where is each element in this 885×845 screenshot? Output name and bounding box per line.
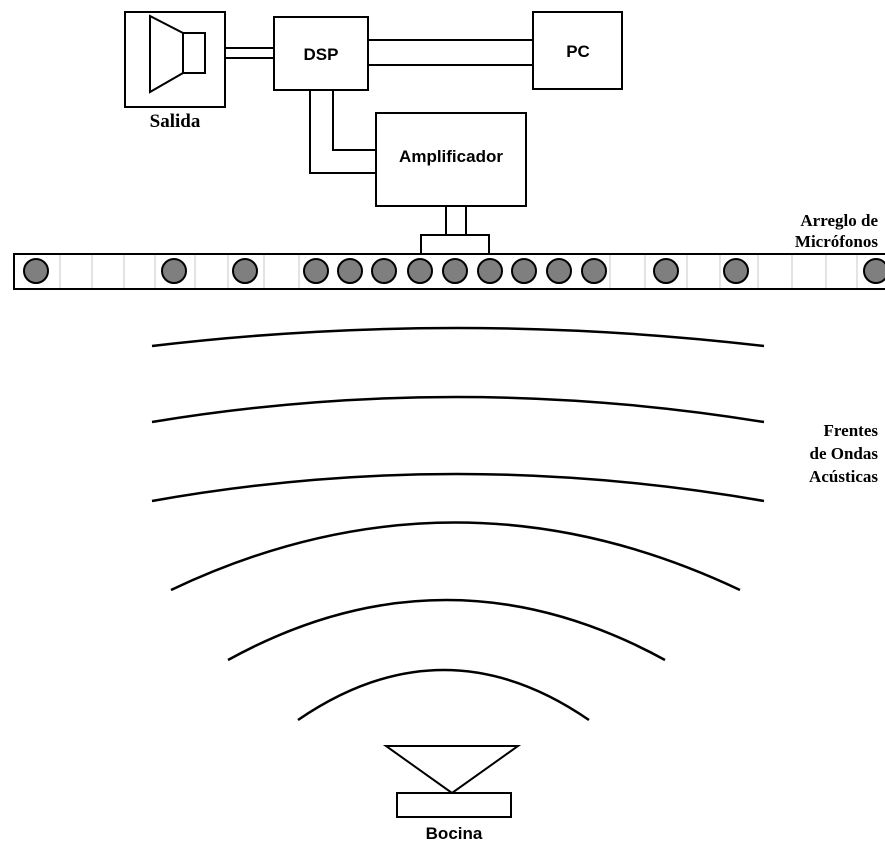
mic-array-label-line1: Arreglo de (800, 211, 878, 230)
microphone (232, 258, 258, 284)
pc-block (532, 11, 623, 90)
dsp-label: DSP (304, 45, 339, 64)
dsp-block (273, 16, 369, 91)
wavefront-label-line3: Acústicas (809, 467, 878, 486)
microphones (23, 258, 885, 284)
microphone (863, 258, 885, 284)
wavefront-5 (227, 598, 666, 662)
amplifier-array-link (420, 206, 490, 255)
wavefront-2 (151, 395, 765, 424)
wavefront-label-line1: Frentes (824, 421, 879, 440)
amplifier-block (375, 112, 527, 207)
pc-label: PC (566, 42, 590, 61)
dsp-pc-link (368, 39, 533, 66)
microphone (161, 258, 187, 284)
microphone (337, 258, 363, 284)
source-speaker (382, 745, 522, 818)
source-cone (382, 745, 522, 795)
microphone (407, 258, 433, 284)
microphone (23, 258, 49, 284)
microphone (511, 258, 537, 284)
microphone (653, 258, 679, 284)
acoustic-wavefronts (151, 326, 765, 722)
amplifier-label: Amplificador (399, 147, 503, 166)
microphone (546, 258, 572, 284)
output-box (124, 11, 226, 108)
microphone (723, 258, 749, 284)
wavefront-6 (297, 668, 590, 722)
mic-array-label-line2: Micrófonos (795, 232, 878, 251)
microphone (442, 258, 468, 284)
output-label: Salida (150, 111, 201, 132)
array-dividers (59, 255, 858, 288)
wavefront-label-line2: de Ondas (810, 444, 879, 463)
source-base (396, 792, 512, 818)
microphone (581, 258, 607, 284)
source-label: Bocina (426, 824, 483, 843)
microphone (477, 258, 503, 284)
wavefront-1 (151, 326, 765, 348)
speaker-icon (149, 14, 206, 94)
output-dsp-link (225, 47, 274, 59)
dsp-amplifier-link (309, 90, 376, 174)
microphone-array (13, 253, 885, 290)
microphone (371, 258, 397, 284)
microphone (303, 258, 329, 284)
wavefront-3 (151, 472, 765, 503)
output-block (124, 11, 226, 108)
wavefront-4 (170, 521, 741, 592)
